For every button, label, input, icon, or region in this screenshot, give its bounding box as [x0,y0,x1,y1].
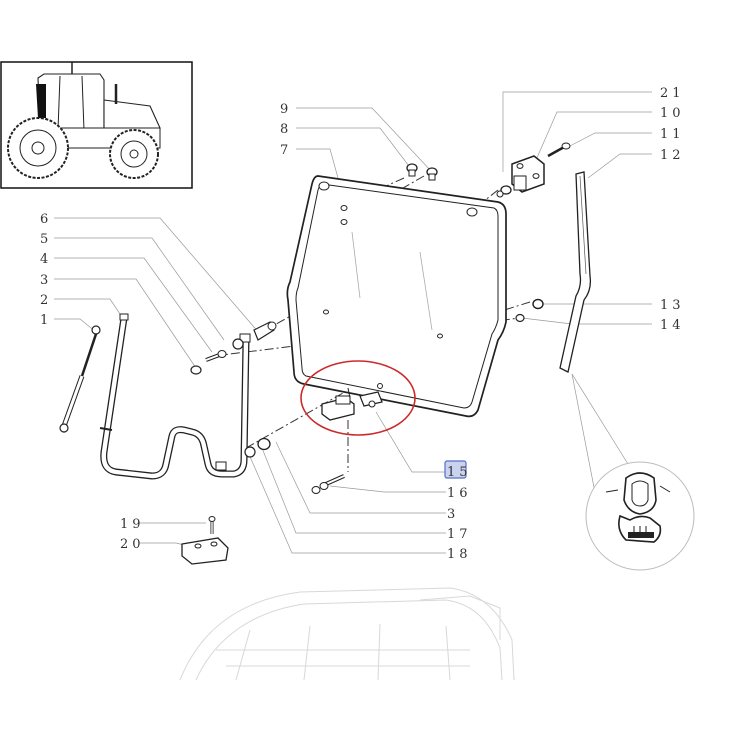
leader-lines [54,91,652,554]
pin-set-lower [244,437,345,494]
callout-17[interactable]: 17 [447,527,472,542]
callout-16[interactable]: 16 [447,486,472,501]
callout-3-upper[interactable]: 3 [40,273,52,288]
callout-8[interactable]: 8 [280,122,292,137]
seal-strip [559,171,592,373]
callout-15[interactable]: 15 [447,465,472,480]
callout-21[interactable]: 21 [660,86,685,101]
washer-pair-right [515,298,544,323]
screw-pair-top [406,163,438,181]
pin-set-left [190,321,277,375]
striker-plate [181,516,229,565]
latch-assembly [321,383,383,421]
callout-20[interactable]: 20 [120,537,145,552]
callout-labels: 21 10 11 12 9 8 7 6 5 4 3 2 1 13 14 15 1… [40,86,685,562]
callout-6[interactable]: 6 [40,212,52,227]
callout-18[interactable]: 18 [447,547,472,562]
callout-13[interactable]: 13 [660,298,685,313]
seal-profile-detail-icon [585,461,695,571]
callout-1[interactable]: 1 [40,313,52,328]
handle-frame [99,313,251,480]
highlight-ellipse [300,360,416,436]
callout-9[interactable]: 9 [280,102,292,117]
callout-19[interactable]: 19 [120,517,145,532]
callout-12[interactable]: 12 [660,148,685,163]
callout-7[interactable]: 7 [280,143,292,158]
rear-window-glass [286,175,507,418]
callout-5[interactable]: 5 [40,232,52,247]
callout-14[interactable]: 14 [660,318,685,333]
gas-strut [59,325,101,433]
callout-4[interactable]: 4 [40,252,52,267]
callout-2[interactable]: 2 [40,293,52,308]
hinge-assembly [496,142,571,198]
tractor-thumbnail-icon [0,61,193,189]
selected-callout-box [444,460,467,479]
callout-3-lower[interactable]: 3 [447,507,459,522]
callout-11[interactable]: 11 [660,127,685,142]
cab-outline-ghost [179,587,515,681]
callout-10[interactable]: 10 [660,106,685,121]
